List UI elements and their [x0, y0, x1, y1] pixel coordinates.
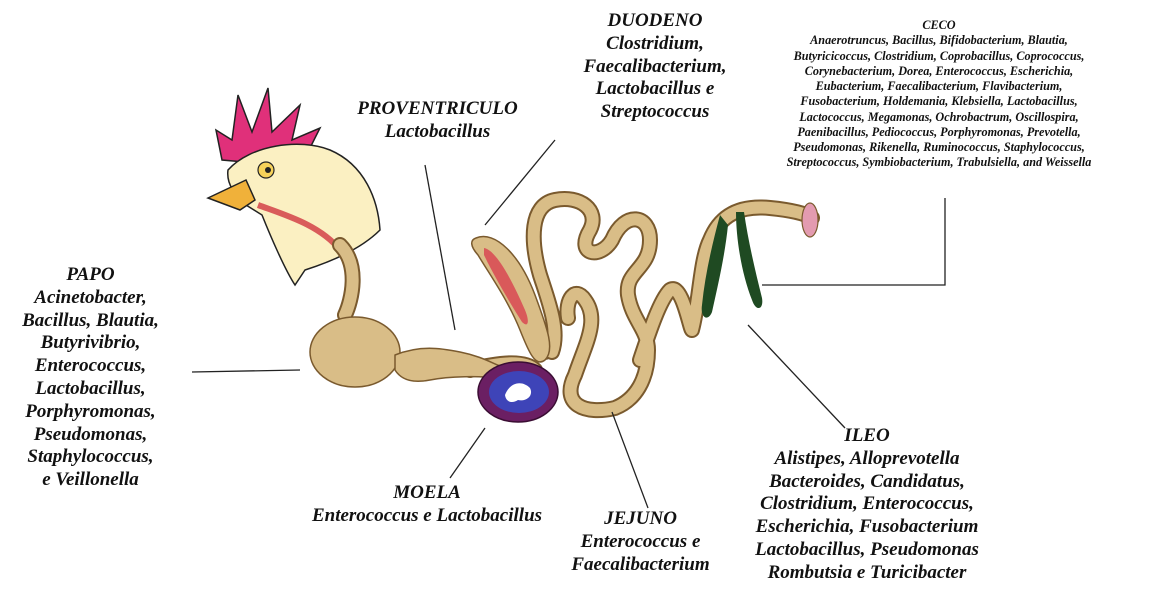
label-papo: PAPO Acinetobacter, Bacillus, Blautia, B… — [8, 264, 173, 492]
ileo-line: Alistipes, Alloprevotella — [722, 448, 1012, 471]
proventriculo-title: PROVENTRICULO — [330, 98, 545, 121]
ceco-line: Anaerotruncus, Bacillus, Bifidobacterium… — [748, 33, 1130, 48]
jejuno-line: Enterococcus e — [548, 531, 733, 554]
papo-title: PAPO — [8, 264, 173, 287]
line-proventriculo — [425, 165, 455, 330]
ceco-line: Fusobacterium, Holdemania, Klebsiella, L… — [748, 94, 1130, 109]
papo-line: e Veillonella — [8, 469, 173, 492]
duodeno-line: Clostridium, — [555, 33, 755, 56]
papo-line: Enterococcus, — [8, 355, 173, 378]
jejuno-title: JEJUNO — [548, 508, 733, 531]
moela-title: MOELA — [282, 482, 572, 505]
papo-line: Porphyromonas, — [8, 401, 173, 424]
gut-tract — [310, 199, 812, 410]
ceco-line: Paenibacillus, Pediococcus, Porphyromona… — [748, 125, 1130, 140]
gizzard — [478, 362, 558, 422]
papo-line: Lactobacillus, — [8, 378, 173, 401]
ceco-line: Corynebacterium, Dorea, Enterococcus, Es… — [748, 64, 1130, 79]
duodeno-title: DUODENO — [555, 10, 755, 33]
line-papo — [192, 370, 300, 372]
papo-line: Pseudomonas, — [8, 424, 173, 447]
ceco-line: Streptococcus, Symbiobacterium, Trabulsi… — [748, 155, 1130, 170]
ceco-title: CECO — [748, 18, 1130, 33]
moela-line: Enterococcus e Lactobacillus — [282, 505, 572, 528]
ileo-line: Clostridium, Enterococcus, — [722, 493, 1012, 516]
jejuno-line: Faecalibacterium — [548, 554, 733, 577]
line-moela — [450, 428, 485, 478]
papo-line: Staphylococcus, — [8, 446, 173, 469]
label-jejuno: JEJUNO Enterococcus e Faecalibacterium — [548, 508, 733, 576]
ileo-line: Escherichia, Fusobacterium — [722, 516, 1012, 539]
duodeno-line: Faecalibacterium, — [555, 56, 755, 79]
ileo-title: ILEO — [722, 425, 1012, 448]
duodeno-line: Streptococcus — [555, 101, 755, 124]
ceco-line: Butyricicoccus, Clostridium, Coprobacill… — [748, 49, 1130, 64]
label-duodeno: DUODENO Clostridium, Faecalibacterium, L… — [555, 10, 755, 124]
ileo-line: Rombutsia e Turicibacter — [722, 562, 1012, 585]
label-proventriculo: PROVENTRICULO Lactobacillus — [330, 98, 545, 144]
ceco-line: Lactococcus, Megamonas, Ochrobactrum, Os… — [748, 110, 1130, 125]
papo-line: Acinetobacter, — [8, 287, 173, 310]
ceco-line: Eubacterium, Faecalibacterium, Flavibact… — [748, 79, 1130, 94]
ileo-line: Lactobacillus, Pseudomonas — [722, 539, 1012, 562]
duodeno-line: Lactobacillus e — [555, 78, 755, 101]
cecum-right — [736, 212, 762, 308]
cloaca — [802, 203, 818, 237]
line-jejuno — [612, 412, 648, 508]
ceco-line: Pseudomonas, Rikenella, Ruminococcus, St… — [748, 140, 1130, 155]
papo-line: Butyrivibrio, — [8, 332, 173, 355]
pupil — [265, 167, 271, 173]
crop — [310, 317, 400, 387]
label-ileo: ILEO Alistipes, Alloprevotella Bacteroid… — [722, 425, 1012, 585]
papo-line: Bacillus, Blautia, — [8, 310, 173, 333]
ileo-line: Bacteroides, Candidatus, — [722, 471, 1012, 494]
label-moela: MOELA Enterococcus e Lactobacillus — [282, 482, 572, 528]
line-ileo — [748, 325, 845, 428]
proventriculo-line: Lactobacillus — [330, 121, 545, 144]
label-ceco: CECO Anaerotruncus, Bacillus, Bifidobact… — [748, 18, 1130, 171]
